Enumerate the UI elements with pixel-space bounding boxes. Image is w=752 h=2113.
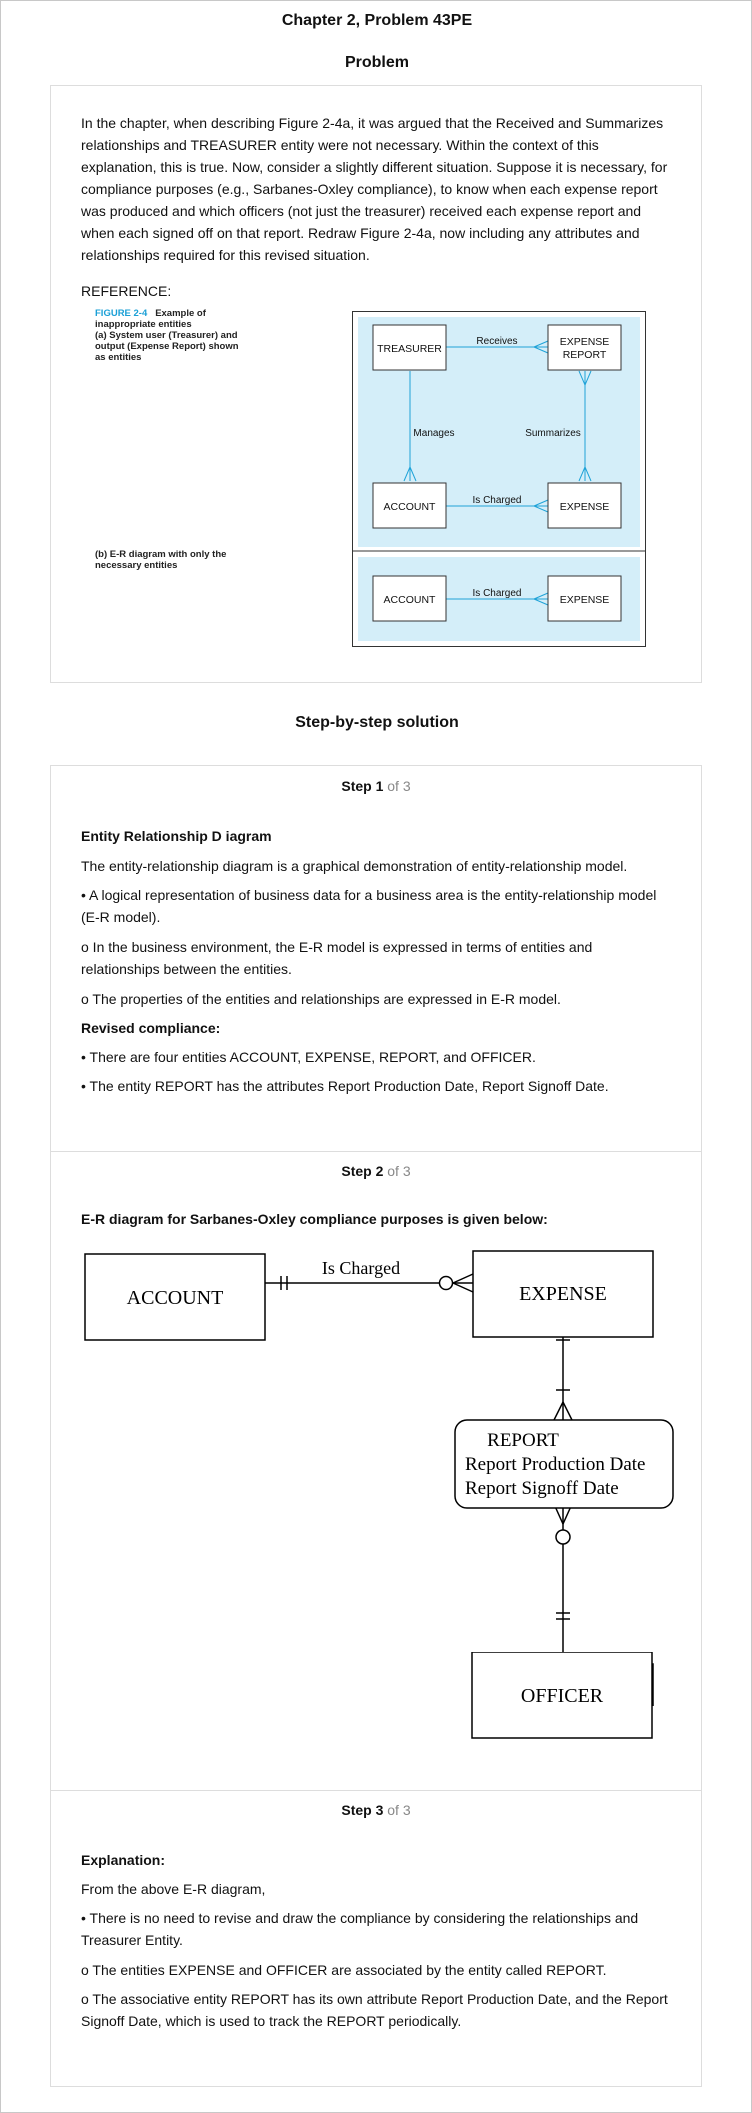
associative-entity-report <box>454 1419 674 1509</box>
label-manages: Manages <box>413 428 454 439</box>
label-expense-report-line1: EXPENSE <box>560 336 610 348</box>
label-expense-report-line2: REPORT <box>563 349 607 361</box>
officer-entity-overlay: OFFICER <box>471 1652 653 1739</box>
step-divider <box>51 1790 701 1791</box>
step-1-heading: Entity Relationship D iagram <box>81 828 272 844</box>
step-1-subheading: Revised compliance: <box>81 1020 221 1036</box>
step-3-number: Step 3 <box>341 1802 384 1818</box>
step-2-header: Step 2 of 3 <box>51 1163 701 1179</box>
label-summarizes: Summarizes <box>525 428 581 439</box>
entity-account-b <box>372 575 447 622</box>
label-officer: OFFICER <box>521 1685 604 1707</box>
figure-title: Example of inappropriate entities <box>95 308 206 330</box>
page-title: Chapter 2, Problem 43PE <box>281 12 473 29</box>
step-3-heading: Explanation: <box>81 1852 166 1868</box>
entity-treasurer <box>372 324 447 371</box>
label-expense: EXPENSE <box>519 1283 607 1305</box>
label-account: ACCOUNT <box>127 1287 224 1309</box>
reference-label: REFERENCE: <box>81 283 172 299</box>
step-1-number: Step 1 <box>341 778 384 794</box>
label-is-charged: Is Charged <box>322 1258 400 1278</box>
label-expense-b: EXPENSE <box>560 594 610 606</box>
step-3-line: o The associative entity REPORT has its … <box>81 1991 668 2029</box>
label-account: ACCOUNT <box>384 501 437 513</box>
step-1-line: The entity-relationship diagram is a gra… <box>81 858 628 874</box>
reference-figure: TREASURER EXPENSE REPORT ACCOUNT EXPENSE… <box>352 311 646 647</box>
entity-account <box>84 1253 266 1341</box>
figure-caption-b: (b) E-R diagram with only the necessary … <box>95 549 245 571</box>
step-1-line: o In the business environment, the E-R m… <box>81 939 593 977</box>
solution-card: Step 1 of 3 Entity Relationship D iagram… <box>50 765 702 2087</box>
figure-part-a-caption: (a) System user (Treasurer) and output (… <box>95 330 239 363</box>
entity-expense-report <box>547 324 622 371</box>
label-is-charged-b: Is Charged <box>473 588 522 599</box>
step-2-heading: E-R diagram for Sarbanes-Oxley complianc… <box>81 1211 548 1227</box>
figure-caption-a: FIGURE 2-4 Example of inappropriate enti… <box>95 308 245 363</box>
problem-text: In the chapter, when describing Figure 2… <box>81 115 668 263</box>
entity-expense-b <box>547 575 622 622</box>
entity-expense <box>472 1250 654 1338</box>
attribute-report-production-date: Report Production Date <box>465 1454 645 1475</box>
step-divider <box>51 1151 701 1152</box>
step-1-of: of 3 <box>387 778 411 794</box>
er-diagram: ACCOUNT EXPENSE Is Charged REPORT Report… <box>84 1250 674 1636</box>
label-treasurer: TREASURER <box>377 343 442 355</box>
step-3-line: o The entities EXPENSE and OFFICER are a… <box>81 1962 607 1978</box>
problem-heading: Problem <box>344 54 409 71</box>
step-3-line: From the above E-R diagram, <box>81 1881 266 1897</box>
step-3-header: Step 3 of 3 <box>51 1802 701 1818</box>
label-expense: EXPENSE <box>560 501 610 513</box>
optional-circle <box>438 1275 454 1291</box>
step-3-line: • There is no need to revise and draw th… <box>81 1910 639 1948</box>
step-1-header: Step 1 of 3 <box>51 778 701 794</box>
figure-number: FIGURE 2-4 <box>95 308 148 319</box>
label-account-b: ACCOUNT <box>384 594 437 606</box>
optional-circle <box>555 1529 571 1545</box>
entity-officer-box <box>471 1652 653 1739</box>
label-is-charged-a: Is Charged <box>473 495 522 506</box>
attribute-report-signoff-date: Report Signoff Date <box>465 1478 619 1499</box>
step-1-line: • The entity REPORT has the attributes R… <box>81 1078 609 1094</box>
label-report: REPORT <box>487 1430 559 1451</box>
step-1-line: • There are four entities ACCOUNT, EXPEN… <box>81 1049 536 1065</box>
figure-part-b-caption: (b) E-R diagram with only the necessary … <box>95 549 227 571</box>
step-1-line: o The properties of the entities and rel… <box>81 991 561 1007</box>
solution-heading: Step-by-step solution <box>295 714 459 731</box>
entity-account <box>372 482 447 529</box>
step-1-line: • A logical representation of business d… <box>81 887 657 925</box>
step-2-number: Step 2 <box>341 1163 384 1179</box>
label-receives: Receives <box>476 336 517 347</box>
step-2-of: of 3 <box>387 1163 411 1179</box>
entity-expense <box>547 482 622 529</box>
step-3-of: of 3 <box>387 1802 411 1818</box>
problem-card: In the chapter, when describing Figure 2… <box>50 85 702 683</box>
